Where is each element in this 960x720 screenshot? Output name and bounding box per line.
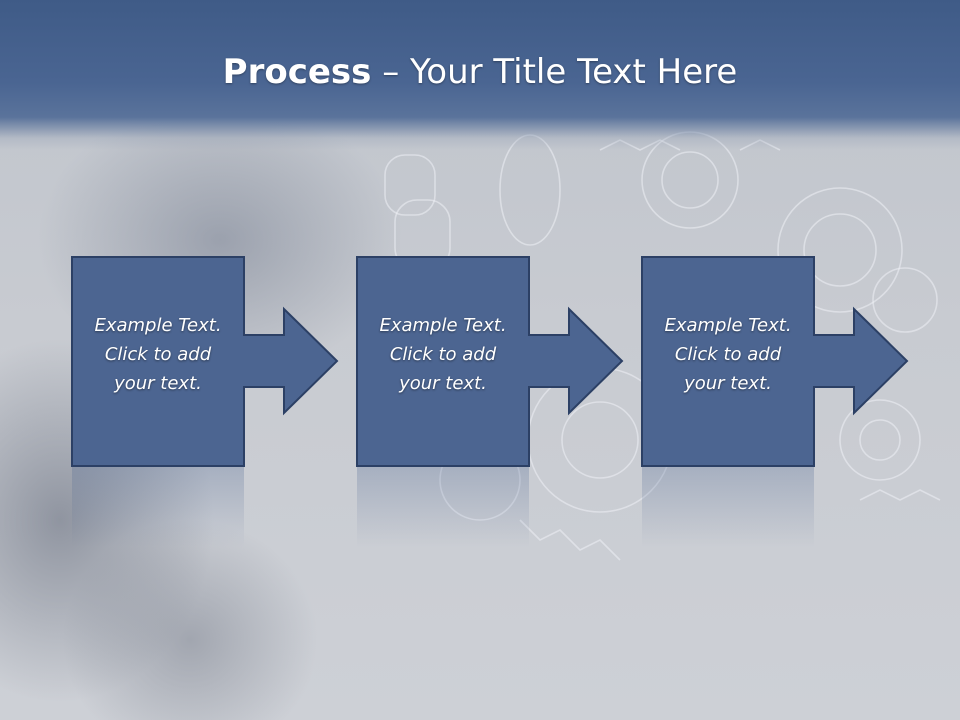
title-text: Your Title Text Here [410, 52, 738, 92]
step-3-line-1: Example Text. [664, 315, 792, 336]
reflections [72, 467, 814, 547]
step-2-line-3: your text. [399, 373, 487, 394]
step-2-reflection [357, 467, 529, 547]
step-1-reflection [72, 467, 244, 547]
step-2-shape[interactable] [356, 256, 624, 467]
title-bar [0, 0, 960, 150]
step-3-line-2: Click to add [674, 344, 782, 365]
step-2-text[interactable]: Example Text. Click to add your text. [357, 311, 529, 398]
step-1-text[interactable]: Example Text. Click to add your text. [72, 311, 244, 398]
step-3-shape[interactable] [641, 256, 909, 467]
step-1-line-1: Example Text. [94, 315, 222, 336]
step-3-text[interactable]: Example Text. Click to add your text. [642, 311, 814, 398]
step-3-line-3: your text. [684, 373, 772, 394]
step-3-reflection [642, 467, 814, 547]
step-2-line-2: Click to add [389, 344, 497, 365]
step-1-shape[interactable] [71, 256, 339, 467]
title-bold: Process [222, 52, 372, 92]
title-dash: – [371, 52, 411, 92]
slide-title[interactable]: Process – Your Title Text Here [0, 52, 960, 92]
step-1-line-2: Click to add [104, 344, 212, 365]
step-1-line-3: your text. [114, 373, 202, 394]
step-2-line-1: Example Text. [379, 315, 507, 336]
